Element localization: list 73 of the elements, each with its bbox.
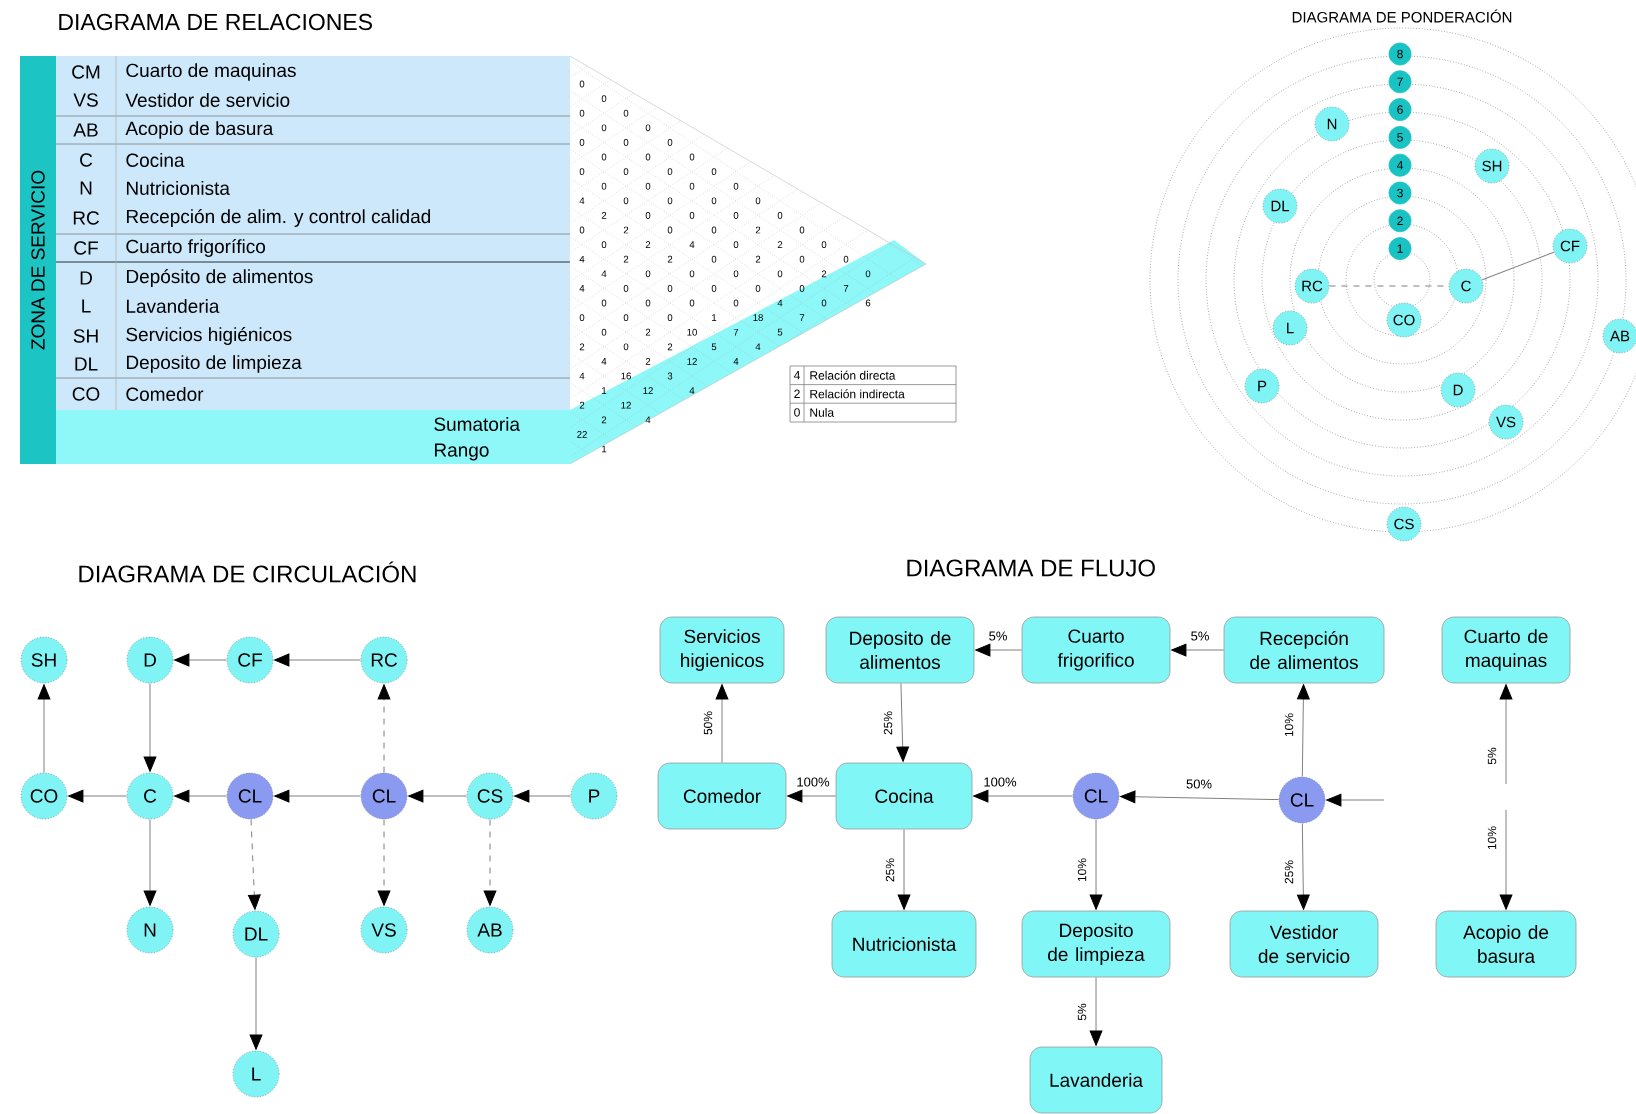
arrow — [1296, 822, 1310, 910]
room-code: VS — [73, 93, 98, 107]
process-box: Nutricionista — [831, 910, 977, 978]
room-code: CM — [72, 65, 100, 79]
arrow — [174, 653, 228, 667]
arrow — [1499, 809, 1513, 910]
arrow — [973, 789, 1074, 803]
process-box: Vestidor de servicio — [1229, 910, 1379, 978]
arrow — [143, 818, 157, 906]
arrow — [37, 684, 51, 774]
room-code: CF — [74, 241, 98, 255]
process-box: Lavanderia — [1029, 1046, 1163, 1114]
process-box: Cuarto de maquinas — [1441, 616, 1571, 684]
arrow — [408, 789, 468, 803]
process-box: Recepción de alimentos — [1223, 616, 1385, 684]
room-name: Cuarto de maquinas — [126, 63, 296, 81]
arrow — [274, 653, 362, 667]
room-name: Depósito de alimentos — [127, 269, 313, 287]
room-code: D — [80, 271, 92, 285]
process-box: Cuarto frigorifico — [1021, 616, 1171, 684]
room-code: AB — [73, 123, 98, 137]
arrow — [1089, 976, 1103, 1046]
room-code: L — [82, 299, 91, 313]
room-name: Servicios higiénicos — [126, 327, 292, 345]
arrow — [1171, 643, 1225, 657]
process-box: Comedor — [657, 762, 787, 830]
arrow — [483, 818, 497, 906]
room-name: Acopio de basura — [125, 121, 274, 139]
vertical-label: ZONA DE SERVICIO — [31, 170, 45, 350]
section-title: DIAGRAMA DE RELACIONES — [59, 13, 372, 31]
process-box: Acopio de basura — [1435, 910, 1577, 978]
arrow — [1499, 684, 1513, 785]
arrow — [514, 789, 572, 803]
arrow — [897, 828, 911, 910]
process-box: Cocina — [835, 762, 973, 830]
process-box: Deposito de alimentos — [825, 616, 975, 684]
room-code: CO — [72, 387, 100, 401]
arrow — [249, 956, 263, 1050]
row-label: Sumatoria — [434, 417, 520, 431]
arrow — [274, 789, 362, 803]
arrow — [1089, 818, 1103, 910]
room-code: SH — [73, 329, 98, 343]
section-title: DIAGRAMA DE FLUJO — [907, 559, 1155, 577]
arrow — [1326, 793, 1385, 807]
room-name: Recepción de alim. y control calidad — [127, 209, 431, 227]
arrow — [896, 682, 910, 762]
process-box: Servicios higienicos — [659, 616, 785, 684]
room-name: Lavanderia — [127, 299, 220, 313]
room-name: Cuarto frigorífico — [126, 239, 266, 257]
room-code: C — [80, 153, 93, 167]
connector-line — [1481, 251, 1555, 281]
room-name: Vestidor de servicio — [125, 93, 290, 107]
room-code: DL — [75, 357, 98, 371]
arrow — [377, 684, 391, 774]
arrow — [715, 684, 729, 764]
room-name: Nutricionista — [127, 181, 230, 195]
row-label: Rango — [435, 443, 489, 461]
arrow — [975, 643, 1023, 657]
section-title: DIAGRAMA DE CIRCULACIÓN — [79, 561, 416, 583]
process-box: Deposito de limpieza — [1021, 910, 1171, 978]
room-code: RC — [73, 211, 99, 225]
arrow — [174, 789, 228, 803]
room-name: Deposito de limpieza — [127, 355, 302, 373]
room-name: Comedor — [126, 387, 204, 401]
arrow — [377, 818, 391, 906]
arrow — [247, 818, 261, 910]
arrow — [68, 789, 128, 803]
arrow — [1297, 684, 1310, 778]
room-code: N — [80, 181, 92, 195]
arrow — [1120, 790, 1280, 804]
room-name: Cocina — [126, 153, 185, 167]
arrow — [787, 789, 837, 803]
arrow — [143, 682, 157, 772]
